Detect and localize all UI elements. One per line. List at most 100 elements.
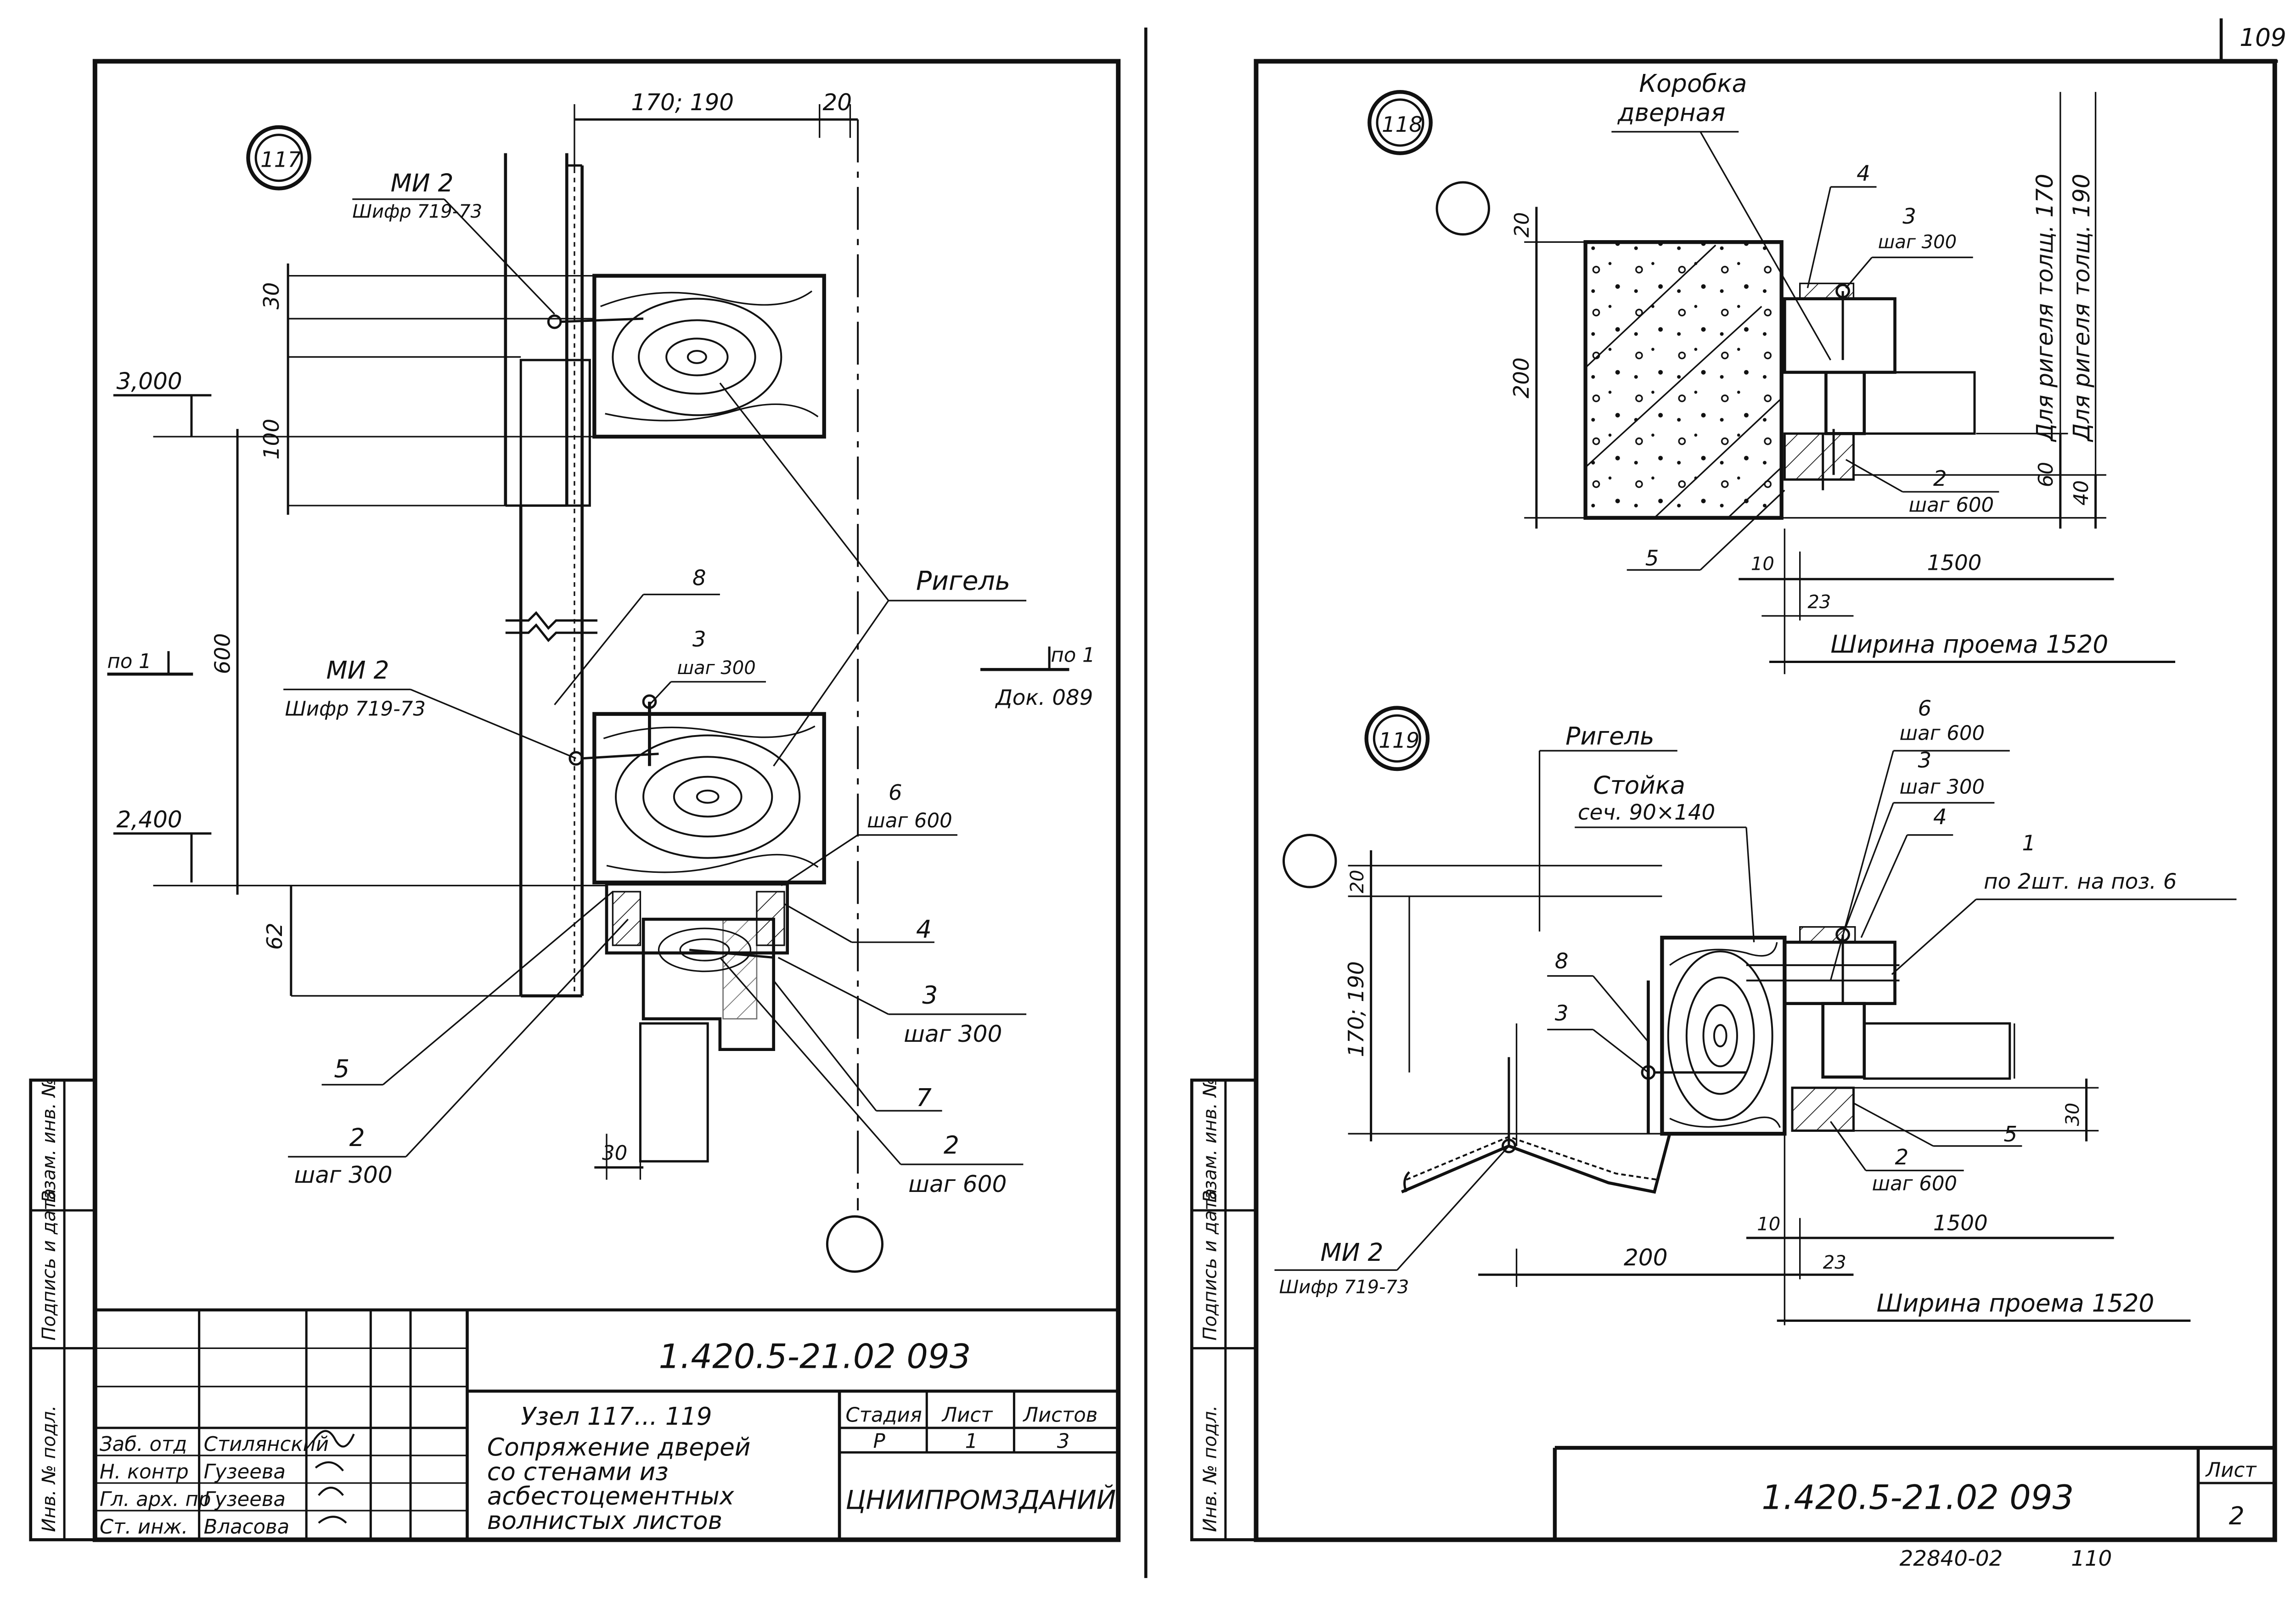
doc-code-right: 1.420.5-21.02 093 <box>1761 1478 2074 1517</box>
axis-circle-119 <box>1282 834 1337 888</box>
concrete-block-118 <box>1583 240 1784 520</box>
svg-text:3: 3 <box>1555 1001 1569 1026</box>
svg-text:5: 5 <box>334 1054 349 1083</box>
svg-text:Р: Р <box>873 1430 885 1453</box>
svg-text:3: 3 <box>692 627 706 652</box>
svg-text:Ригель: Ригель <box>1565 722 1654 751</box>
dim-100: 100 <box>259 419 284 460</box>
level-3000: 3,000 <box>117 368 182 395</box>
svg-text:6: 6 <box>889 781 902 805</box>
svg-text:2: 2 <box>2229 1501 2245 1530</box>
dim-top: 170; 190 <box>631 89 734 116</box>
svg-text:6: 6 <box>1918 696 1932 721</box>
svg-text:20: 20 <box>1347 870 1368 893</box>
footer: 22840-02 110 <box>1900 1546 2112 1571</box>
svg-text:170; 190: 170; 190 <box>1344 961 1369 1057</box>
svg-text:Узел 117... 119: Узел 117... 119 <box>521 1402 712 1431</box>
corrugated-sheet-119 <box>1401 1018 1671 1194</box>
dimensions-117: 170; 190 20 30 100 600 62 30 <box>153 89 884 1273</box>
left-sheet-frame <box>92 59 1121 1542</box>
dim-top20: 20 <box>822 89 852 116</box>
lower-rigel <box>568 694 826 885</box>
svg-text:23: 23 <box>1807 592 1831 613</box>
svg-text:7: 7 <box>916 1083 932 1112</box>
svg-text:Сопряжение дверей: Сопряжение дверей <box>487 1433 751 1461</box>
svg-text:шаг 600: шаг 600 <box>908 1171 1007 1197</box>
svg-text:со стенами из: со стенами из <box>487 1457 669 1486</box>
doc-code-left: 1.420.5-21.02 093 <box>658 1337 971 1377</box>
svg-text:3: 3 <box>1918 748 1932 773</box>
svg-text:Ригель: Ригель <box>916 566 1010 596</box>
svg-text:1: 1 <box>2022 831 2036 856</box>
svg-text:Гл. арх. пр: Гл. арх. пр <box>100 1488 211 1511</box>
svg-text:117: 117 <box>260 148 301 173</box>
svg-text:дверная: дверная <box>1617 98 1726 127</box>
svg-text:4: 4 <box>1857 162 1870 186</box>
level-marks-117: 3,000 2,400 <box>113 368 212 882</box>
svg-text:2: 2 <box>1895 1145 1909 1170</box>
svg-text:60: 60 <box>2035 462 2058 487</box>
svg-text:Н. контр: Н. контр <box>100 1461 189 1484</box>
svg-text:118: 118 <box>1382 112 1423 137</box>
axis-circle-118 <box>1435 181 1490 236</box>
svg-text:Стадия: Стадия <box>845 1404 922 1427</box>
svg-text:по 1: по 1 <box>107 650 152 673</box>
right-sheet: Инв. № подл. Подпись и дата Взам. инв. №… <box>1190 59 2277 1542</box>
svg-text:МИ 2: МИ 2 <box>326 656 389 685</box>
annotations-119: Ригель Стойка сеч. 90×140 6 шаг 600 3 ша… <box>1274 696 2237 1298</box>
side-label-sign: Подпись и дата <box>39 1188 60 1341</box>
svg-text:2: 2 <box>1933 466 1947 491</box>
dim-600: 600 <box>210 633 235 674</box>
svg-text:4: 4 <box>916 915 932 944</box>
wall-sheet <box>504 153 597 998</box>
svg-text:Лист: Лист <box>941 1404 994 1427</box>
svg-text:Шифр 719-73: Шифр 719-73 <box>1279 1276 1409 1298</box>
svg-text:3: 3 <box>1057 1430 1070 1453</box>
svg-text:Стойка: Стойка <box>1593 770 1685 799</box>
svg-text:200: 200 <box>1509 357 1534 398</box>
svg-text:Гузеева: Гузеева <box>204 1461 286 1484</box>
svg-text:1500: 1500 <box>1933 1211 1988 1236</box>
title-block-left: 1.420.5-21.02 093 Заб. отд Н. контр Гл. … <box>95 1308 1119 1540</box>
svg-text:1: 1 <box>965 1430 978 1453</box>
door-frame-118 <box>1783 282 1976 490</box>
svg-text:Взам. инв. №: Взам. инв. № <box>1200 1078 1221 1203</box>
page-number-box: 109 <box>2219 18 2286 63</box>
svg-text:200: 200 <box>1624 1244 1667 1271</box>
svg-text:23: 23 <box>1823 1252 1846 1273</box>
dimensions-118: 20 200 60 40 Для ригеля толщ. 170 Для ри… <box>1509 92 2175 674</box>
svg-text:МИ 2: МИ 2 <box>1321 1238 1384 1267</box>
upper-rigel <box>519 274 826 507</box>
svg-text:8: 8 <box>1555 949 1569 974</box>
dim-62: 62 <box>263 922 287 950</box>
svg-text:МИ 2: МИ 2 <box>391 169 454 197</box>
svg-text:Шифр 719-73: Шифр 719-73 <box>285 697 425 720</box>
svg-text:Подпись и дата: Подпись и дата <box>1200 1188 1221 1341</box>
svg-text:по 2шт. на поз. 6: по 2шт. на поз. 6 <box>1984 869 2177 894</box>
footer-page: 110 <box>2071 1546 2112 1571</box>
door-frame-119 <box>1746 926 2011 1132</box>
svg-text:Заб. отд: Заб. отд <box>100 1433 187 1456</box>
svg-text:по 1: по 1 <box>1051 644 1095 667</box>
dim-30b: 30 <box>602 1142 627 1165</box>
footer-code: 22840-02 <box>1900 1546 2003 1571</box>
label-rigel-190: Для ригеля толщ. 190 <box>2068 174 2095 442</box>
svg-text:Гузеева: Гузеева <box>204 1488 286 1511</box>
svg-text:сеч. 90×140: сеч. 90×140 <box>1578 800 1715 825</box>
stoyka-119 <box>1641 935 1787 1136</box>
svg-text:Лист: Лист <box>2205 1459 2257 1482</box>
svg-text:1500: 1500 <box>1927 551 1982 575</box>
svg-text:40: 40 <box>2070 480 2093 506</box>
left-side-strip: Инв. № подл. Подпись и дата Взам. инв. № <box>29 1078 97 1541</box>
svg-text:Ширина проема 1520: Ширина проема 1520 <box>1830 629 2108 658</box>
svg-text:шаг 300: шаг 300 <box>1900 775 1985 798</box>
svg-text:Шифр 719-73: Шифр 719-73 <box>352 201 482 222</box>
left-sheet: Инв. № подл. Подпись и дата Взам. инв. №… <box>29 59 1121 1542</box>
svg-text:8: 8 <box>692 566 706 591</box>
svg-text:3: 3 <box>1902 204 1916 229</box>
svg-text:119: 119 <box>1379 728 1419 753</box>
side-label-inv: Инв. № подл. <box>39 1405 60 1532</box>
svg-text:шаг 300: шаг 300 <box>1878 232 1957 253</box>
svg-text:Ст. инж.: Ст. инж. <box>100 1516 188 1539</box>
